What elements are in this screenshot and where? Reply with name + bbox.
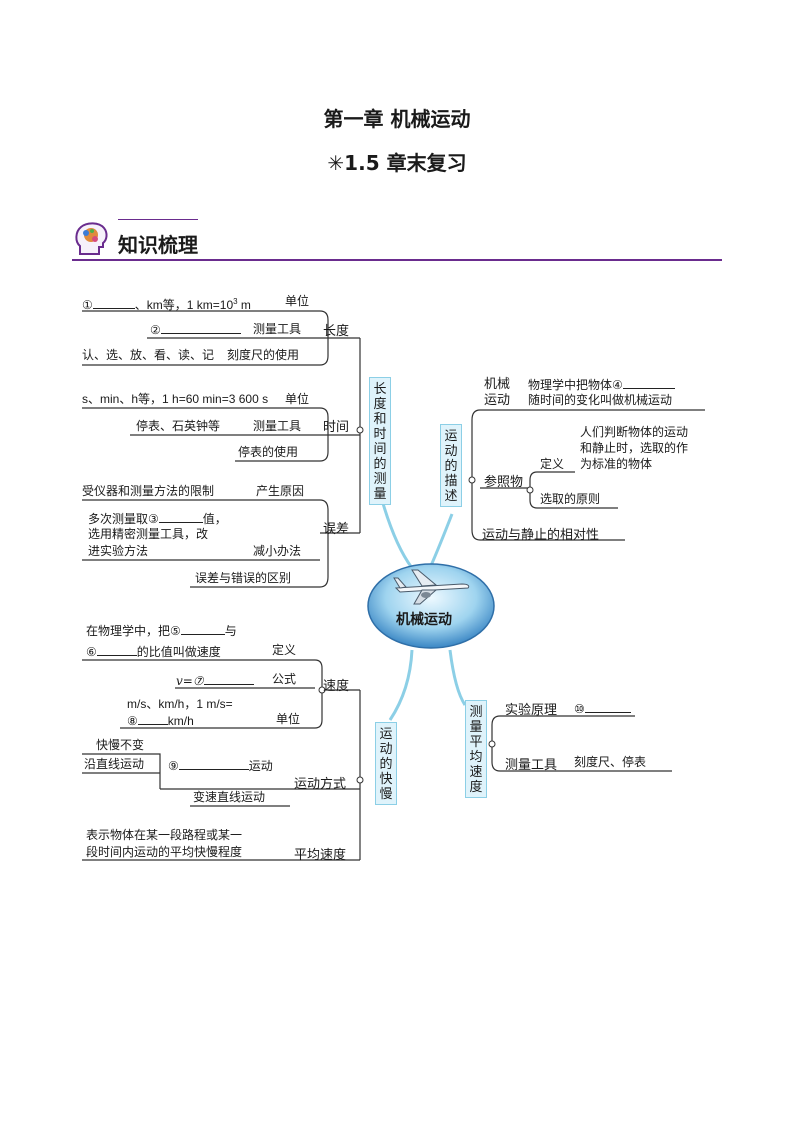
measure-tools-label: 测量工具 xyxy=(505,757,558,772)
branch-length-time: 长度和时间的测量 xyxy=(369,377,391,505)
brain-head-icon xyxy=(72,220,112,260)
variable-motion: 变速直线运动 xyxy=(193,790,266,804)
error-cause-label: 产生原因 xyxy=(256,484,305,498)
ref-object-label: 参照物 xyxy=(484,474,524,489)
ruler-steps: 认、选、放、看、读、记 xyxy=(82,348,215,362)
branch-char: 述 xyxy=(444,488,458,503)
ref-def-line1: 人们判断物体的运动 xyxy=(580,425,689,439)
branch-char: 慢 xyxy=(379,786,393,801)
average-speed-label: 平均速度 xyxy=(294,847,347,862)
relativity-label: 运动与静止的相对性 xyxy=(482,527,600,542)
branch-char: 速 xyxy=(469,764,483,779)
branch-char: 长 xyxy=(373,381,387,396)
chapter-title: 第一章 机械运动 xyxy=(323,107,471,131)
length-unit-text: ①、km等，1 km=103 m xyxy=(82,297,251,312)
ref-def-line3: 为标准的物体 xyxy=(580,457,653,471)
ruler-usage-label: 刻度尺的使用 xyxy=(227,348,300,362)
time-label: 时间 xyxy=(323,419,350,434)
branch-char: 平 xyxy=(469,734,483,749)
speed-unit-label: 单位 xyxy=(276,712,301,726)
branch-char: 的 xyxy=(379,756,393,771)
branch-char: 均 xyxy=(469,749,483,764)
mech-motion-label: 机械运动 xyxy=(484,376,511,407)
branch-char: 量 xyxy=(469,719,483,734)
branch-char: 和 xyxy=(373,411,387,426)
knowledge-title: 知识梳理 xyxy=(118,233,198,257)
error-label: 误差 xyxy=(323,521,350,536)
time-unit-label: 单位 xyxy=(285,392,310,406)
measure-tools-text: 刻度尺、停表 xyxy=(574,755,647,769)
uniform-line2: 沿直线运动 xyxy=(84,757,145,771)
branch-char: 度 xyxy=(469,779,483,794)
mech-def-line1: 物理学中把物体④ xyxy=(528,376,675,393)
header-divider xyxy=(72,259,722,261)
error-reduce-label: 减小办法 xyxy=(253,544,302,558)
center-label: 机械运动 xyxy=(396,611,452,627)
branch-char: 动 xyxy=(379,741,393,756)
speed-unit-line1: m/s、km/h，1 m/s= xyxy=(127,697,233,711)
ref-def-label: 定义 xyxy=(540,457,565,471)
airplane-icon xyxy=(392,566,472,606)
length-tool-label: 测量工具 xyxy=(253,322,302,336)
branch-speed: 运动的快慢 xyxy=(375,722,397,805)
branch-char: 描 xyxy=(444,473,458,488)
ref-def-line2: 和静止时，选取的作 xyxy=(580,441,689,455)
time-tools-text: 停表、石英钟等 xyxy=(136,419,221,433)
length-tool-blank: ② xyxy=(150,321,241,338)
length-label: 长度 xyxy=(323,323,350,338)
branch-motion-desc: 运动的描述 xyxy=(440,424,462,507)
motion-mode-label: 运动方式 xyxy=(294,776,347,791)
branch-avg-measure: 测量平均速度 xyxy=(465,700,487,798)
ref-choose-label: 选取的原则 xyxy=(540,492,601,506)
speed-def-label: 定义 xyxy=(272,643,297,657)
branch-char: 间 xyxy=(373,441,387,456)
branch-char: 快 xyxy=(379,771,393,786)
principle-label: 实验原理 xyxy=(505,702,558,717)
branch-char: 动 xyxy=(444,443,458,458)
branch-char: 度 xyxy=(373,396,387,411)
branch-char: 测 xyxy=(373,471,387,486)
branch-char: 时 xyxy=(373,426,387,441)
speed-formula-label: 公式 xyxy=(272,672,297,686)
speed-formula: v=⑦ xyxy=(176,672,254,689)
error-reduce-line2: 选用精密测量工具，改 xyxy=(88,527,209,541)
average-line2: 段时间内运动的平均快慢程度 xyxy=(86,845,243,859)
uniform-line1: 快慢不变 xyxy=(96,738,145,752)
branch-char: 量 xyxy=(373,486,387,501)
stopwatch-usage-label: 停表的使用 xyxy=(238,445,299,459)
time-unit-text: s、min、h等，1 h=60 min=3 600 s xyxy=(82,392,269,406)
error-cause-text: 受仪器和测量方法的限制 xyxy=(82,484,215,498)
principle-blank: ⑩ xyxy=(574,700,631,717)
branch-char: 的 xyxy=(373,456,387,471)
section-title: ✳1.5 章末复习 xyxy=(327,151,467,175)
average-line1: 表示物体在某一段路程或某一 xyxy=(86,828,243,842)
branch-char: 的 xyxy=(444,458,458,473)
branch-char: 测 xyxy=(469,704,483,719)
error-reduce-line3: 进实验方法 xyxy=(88,544,149,558)
branch-char: 运 xyxy=(379,726,393,741)
speed-label: 速度 xyxy=(323,678,350,693)
time-tools-label: 测量工具 xyxy=(253,419,302,433)
header-accent-line xyxy=(118,219,198,220)
mech-def-line2: 随时间的变化叫做机械运动 xyxy=(528,393,673,407)
branch-char: 运 xyxy=(444,428,458,443)
length-unit-label: 单位 xyxy=(285,294,310,308)
error-diff-label: 误差与错误的区别 xyxy=(195,571,292,585)
